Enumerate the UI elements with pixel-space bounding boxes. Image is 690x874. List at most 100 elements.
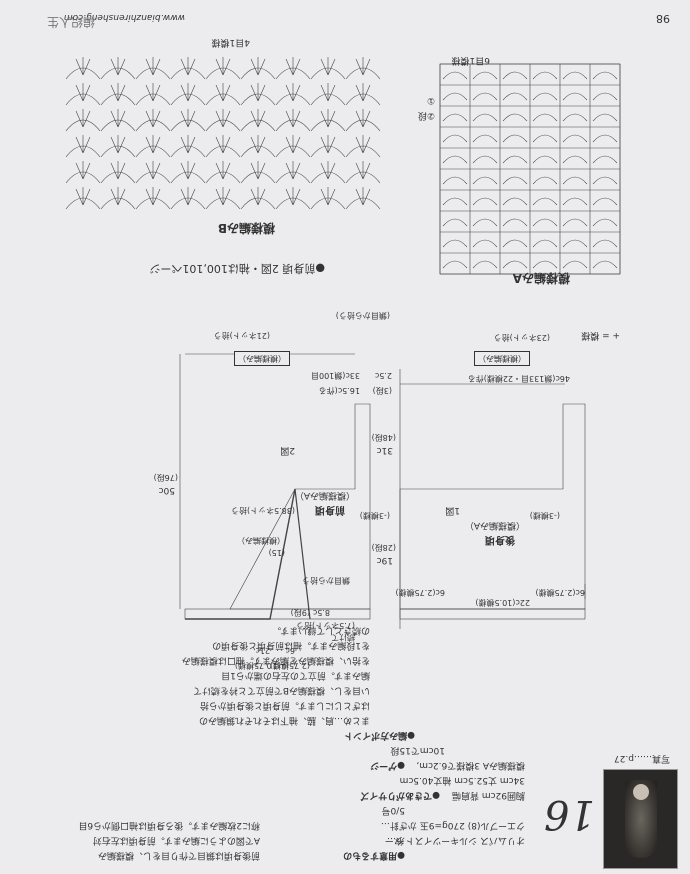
front-bottom-pickup: (21ネット)拾う <box>213 331 270 340</box>
front-neck-band <box>185 488 296 620</box>
lace-fan-symbol <box>180 161 196 180</box>
chain-arc-symbol <box>442 71 468 80</box>
chain-arc-symbol <box>592 134 618 143</box>
yarn-line: オリムパス シルキーツイスト ター <box>384 835 525 845</box>
chain-arc-symbol <box>562 239 588 248</box>
lace-fan-symbol <box>145 57 161 76</box>
lace-fan-symbol <box>110 109 126 128</box>
chain-arc-symbol <box>472 92 498 101</box>
gauge-line-2: 10cmで15段 <box>390 745 445 755</box>
back-bottom-pickup: (23ネット)拾う <box>493 333 550 342</box>
chain-arc-symbol <box>562 197 588 206</box>
chain-arc-symbol <box>532 92 558 101</box>
chain-arc-symbol <box>472 218 498 227</box>
lace-fan-symbol <box>110 83 126 102</box>
pattern-number: 16 <box>544 791 595 837</box>
chain-arc-symbol <box>472 239 498 248</box>
back-bottom-band: （模様編み） <box>474 351 530 366</box>
materials-heading: ●用意するもの <box>343 850 405 860</box>
front-band <box>184 608 371 620</box>
mid-length-2: (48段) <box>371 433 396 442</box>
lace-fan-symbol <box>145 83 161 102</box>
lace-fan-symbol <box>250 57 266 76</box>
chain-arc-symbol <box>592 239 618 248</box>
chain-arc-symbol <box>502 92 528 101</box>
row-label-2: ②段 <box>417 110 435 120</box>
lace-fan-symbol <box>285 57 301 76</box>
lace-fan-symbol <box>320 57 336 76</box>
chain-arc-symbol <box>472 155 498 164</box>
chain-arc-symbol <box>562 155 588 164</box>
point-line: を拾い、模様編みを編みます。袖口は模様編み <box>181 655 370 665</box>
back-piece-outline <box>399 403 586 610</box>
back-top-left: 6c(2.75模様) <box>535 588 585 597</box>
front-pattern: （模様編みA） <box>294 490 355 500</box>
back-pattern: （模様編みA） <box>464 520 525 530</box>
lace-fan-symbol <box>285 109 301 128</box>
chain-arc-symbol <box>532 260 558 269</box>
chain-arc-symbol <box>502 197 528 206</box>
lace-fan-symbol <box>285 161 301 180</box>
chain-arc-symbol <box>562 71 588 80</box>
front-title: 前身頃 <box>315 504 345 515</box>
point-line: 前後身頃は鎖目で作り目をし、模様編み <box>97 850 260 860</box>
armhole-2: (28段) <box>371 543 396 552</box>
mid-length: 31c <box>376 445 393 455</box>
chain-arc-symbol <box>562 134 588 143</box>
diagram-header: ●前身頃 2図・袖は100,101ページ <box>149 262 325 275</box>
back-top-right: 6c(2.75模様) <box>395 588 445 597</box>
chain-arc-symbol <box>502 260 528 269</box>
lace-fan-symbol <box>215 135 231 154</box>
chain-arc-symbol <box>442 134 468 143</box>
neck-note-2: (-3模様) <box>529 511 560 520</box>
lace-fan-symbol <box>145 161 161 180</box>
armhole: 19c <box>376 555 393 565</box>
chain-arc-symbol <box>442 260 468 269</box>
chart-legend: + = 模様 <box>581 330 620 340</box>
chain-arc-symbol <box>502 71 528 80</box>
chain-arc-symbol <box>532 239 558 248</box>
front-cast-on-2: 33c(鎖100目 <box>311 371 360 380</box>
lace-fan-symbol <box>75 57 91 76</box>
chain-arc-symbol <box>442 92 468 101</box>
lace-fan-symbol <box>285 135 301 154</box>
back-num: 1図 <box>445 505 460 515</box>
chain-arc-symbol <box>592 260 618 269</box>
back-cast-on: 46c(鎖133目・22模様)作る <box>467 374 570 383</box>
length-total: 50c <box>158 485 175 495</box>
lace-fan-symbol <box>250 187 266 206</box>
hook-size: 5/0号 <box>381 805 406 815</box>
point-line: まとめ…肩、脇、袖下はそれぞれ鎖編みの <box>198 715 370 725</box>
point-line: を1段編みます。袖は前身頃と後身頃の <box>212 640 370 650</box>
chain-arc-symbol <box>472 134 498 143</box>
chain-arc-symbol <box>562 113 588 122</box>
length-line: 34cm 丈52.5cm 袖丈40.5cm <box>399 775 525 785</box>
lace-fan-symbol <box>75 83 91 102</box>
pattern-a-note: 6目1模様 <box>451 55 490 65</box>
neck-note: (-3模様) <box>359 511 390 520</box>
point-line: の続きとして縫います。 <box>272 625 370 635</box>
lace-fan-symbol <box>250 83 266 102</box>
lace-fan-symbol <box>110 57 126 76</box>
chain-arc-symbol <box>592 155 618 164</box>
pattern-b-title: 模様編みB <box>217 221 275 235</box>
chain-arc-symbol <box>562 260 588 269</box>
chain-arc-symbol <box>532 113 558 122</box>
front-band-num: (15) <box>268 548 285 557</box>
front-band-pickup: (38.5ネット)拾う <box>230 506 295 515</box>
lace-fan-symbol <box>180 135 196 154</box>
lace-fan-symbol <box>320 83 336 102</box>
lace-fan-symbol <box>75 161 91 180</box>
point-line: い目をし、模様編みBで前立てと衿を続けて <box>192 685 370 695</box>
chain-arc-symbol <box>502 239 528 248</box>
lace-fan-symbol <box>75 135 91 154</box>
lace-fan-symbol <box>355 187 371 206</box>
lace-fan-symbol <box>145 135 161 154</box>
finished-heading: ●できあがりサイズ <box>360 790 440 800</box>
chain-arc-symbol <box>592 92 618 101</box>
lace-fan-symbol <box>355 161 371 180</box>
back-title: 後身頃 <box>485 534 515 545</box>
front-shoulder-a: 8.5c <box>312 608 330 617</box>
